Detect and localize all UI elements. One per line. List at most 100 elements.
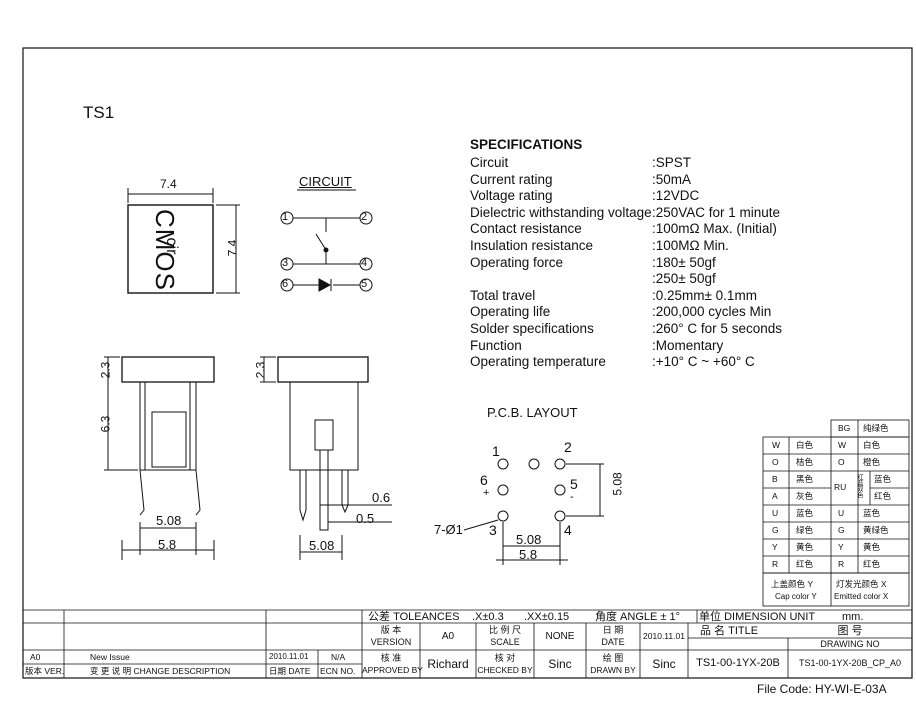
spec-label: Dielectric withstanding voltage bbox=[470, 204, 652, 220]
pcb-hole bbox=[497, 510, 509, 522]
spec-value: :SPST bbox=[652, 155, 692, 170]
color-footer-right-1: 灯发光颜色 X bbox=[836, 579, 887, 589]
color-cell-code2: G bbox=[838, 525, 845, 535]
pcb-plus: + bbox=[483, 487, 490, 499]
circuit-pin-3: 3 bbox=[282, 257, 289, 269]
color-cell-code: B bbox=[772, 474, 778, 484]
dim-side-h2: 6.3 bbox=[98, 415, 113, 433]
checked-en: CHECKED BY bbox=[477, 665, 533, 675]
color-cell-name2: 蓝色 bbox=[874, 474, 892, 484]
unit-value: mm. bbox=[842, 611, 864, 623]
color-table-grid bbox=[762, 419, 910, 607]
rev-date: 2010.11.01 bbox=[269, 652, 309, 661]
version-cn: 版 本 bbox=[380, 625, 402, 635]
spec-label: Total travel bbox=[470, 287, 536, 303]
pcb-layout bbox=[463, 458, 604, 565]
dim-side-w1: 5.08 bbox=[156, 513, 182, 528]
pcb-pin-2: 2 bbox=[564, 439, 572, 455]
top-view bbox=[127, 188, 240, 294]
spec-value: :0.25mm± 0.1mm bbox=[652, 287, 757, 303]
spec-label: Circuit bbox=[470, 155, 509, 170]
color-cell-code: Y bbox=[772, 542, 778, 552]
spec-value: :260° C for 5 seconds bbox=[652, 321, 782, 336]
unit-label: 单位 DIMENSION UNIT bbox=[699, 612, 815, 623]
pcb-pin-5: 5 bbox=[570, 476, 578, 492]
color-cell-code: W bbox=[772, 440, 781, 450]
tolerance-xx: .XX±0.15 bbox=[524, 611, 570, 623]
dim-side-w2: 5.8 bbox=[158, 537, 177, 552]
circuit-pin-2: 2 bbox=[361, 211, 368, 223]
color-footer-left-2: Cap color Y bbox=[775, 592, 817, 601]
color-cell-name: 白色 bbox=[796, 440, 814, 450]
color-header-name: 纯绿色 bbox=[863, 423, 889, 433]
color-cell-code2: RU bbox=[834, 482, 847, 492]
checked-value: Sinc bbox=[548, 657, 572, 671]
drawing-cn: 图 号 bbox=[837, 625, 863, 637]
dim-lead-2: 0.5 bbox=[356, 511, 375, 526]
pcb-dim-w2: 5.8 bbox=[519, 547, 538, 562]
color-header-code: BG bbox=[838, 423, 851, 433]
color-footer-left-1: 上盖颜色 Y bbox=[771, 579, 814, 589]
circuit-title: CIRCUIT bbox=[299, 174, 352, 189]
color-cell-code: U bbox=[772, 508, 779, 518]
pcb-dim-w1: 5.08 bbox=[516, 532, 542, 547]
color-cell-code: A bbox=[772, 491, 778, 501]
spec-value: :100MΩ Min. bbox=[652, 238, 729, 253]
pcb-pin-4: 4 bbox=[564, 522, 572, 538]
pcb-hole bbox=[497, 484, 509, 496]
spec-label: Voltage rating bbox=[470, 188, 553, 204]
title-value: TS1-00-1YX-20B bbox=[696, 657, 780, 669]
drawn-en: DRAWN BY bbox=[590, 665, 636, 675]
dim-top-height: 7.4 bbox=[225, 239, 240, 257]
spec-label: Current rating bbox=[470, 171, 553, 187]
side-view bbox=[104, 356, 215, 560]
spec-label: Solder specifications bbox=[470, 321, 594, 336]
hdr-version: 版本 VER. bbox=[25, 666, 65, 676]
pcb-hole bbox=[554, 458, 566, 470]
dim-front-w: 5.08 bbox=[309, 538, 335, 553]
pcb-pin-6: 6 bbox=[480, 472, 488, 488]
spec-value: :200,000 cycles Min bbox=[652, 304, 772, 320]
pcb-dim-h: 5.08 bbox=[610, 472, 625, 496]
spec-value: :12VDC bbox=[652, 188, 700, 204]
hdr-description: 变 更 说 明 CHANGE DESCRIPTION bbox=[90, 666, 231, 676]
rev-ecn: N/A bbox=[331, 652, 346, 662]
unit-cn: 单位 bbox=[699, 611, 721, 623]
circuit-pin-1: 1 bbox=[282, 211, 289, 223]
scale-en: SCALE bbox=[490, 637, 520, 647]
tolerance-label: 公差 TOLEANCES bbox=[368, 612, 460, 623]
pcb-pin-1: 1 bbox=[492, 443, 500, 459]
title-label: 品 名 TITLE bbox=[700, 626, 758, 637]
pcb-title: P.C.B. LAYOUT bbox=[487, 405, 578, 420]
drawing-value: TS1-00-1YX-20B_CP_A0 bbox=[798, 658, 902, 668]
approved-en: APPROVED BY bbox=[362, 665, 423, 675]
spec-label: Insulation resistance bbox=[470, 238, 594, 253]
approved-cn: 核 准 bbox=[380, 653, 402, 663]
front-view bbox=[260, 356, 392, 560]
tolerance-cn: 公差 bbox=[368, 611, 390, 623]
color-cell-code: R bbox=[772, 559, 779, 569]
color-cell-name: 黄色 bbox=[796, 542, 814, 552]
circuit-pin-4: 4 bbox=[361, 257, 368, 269]
part-label: TS1 bbox=[83, 103, 115, 122]
color-cell-name2: 白色 bbox=[863, 440, 881, 450]
drawn-cn: 绘 图 bbox=[602, 653, 624, 663]
color-cell-name: 灰色 bbox=[796, 491, 814, 501]
title-en: TITLE bbox=[728, 625, 759, 637]
circuit-diagram bbox=[280, 189, 373, 292]
spec-value: :180± 50gf bbox=[652, 254, 716, 270]
drawing-en: DRAWING NO bbox=[820, 639, 880, 649]
checked-cn: 核 对 bbox=[494, 653, 516, 663]
tolerance-x: .X±0.3 bbox=[472, 611, 504, 623]
color-footer-right-2: Emitted color X bbox=[834, 592, 889, 601]
color-cell-name: 黑色 bbox=[796, 474, 814, 484]
spec-value: :50mA bbox=[652, 171, 692, 187]
color-cell-code2: U bbox=[838, 508, 845, 518]
scale-cn: 比 例 尺 bbox=[488, 625, 521, 635]
color-cell-name2: 红色 bbox=[863, 559, 881, 569]
color-cell-code2: Y bbox=[838, 542, 844, 552]
spec-value: :Momentary bbox=[652, 337, 724, 353]
spec-value: :250± 50gf bbox=[652, 271, 716, 287]
